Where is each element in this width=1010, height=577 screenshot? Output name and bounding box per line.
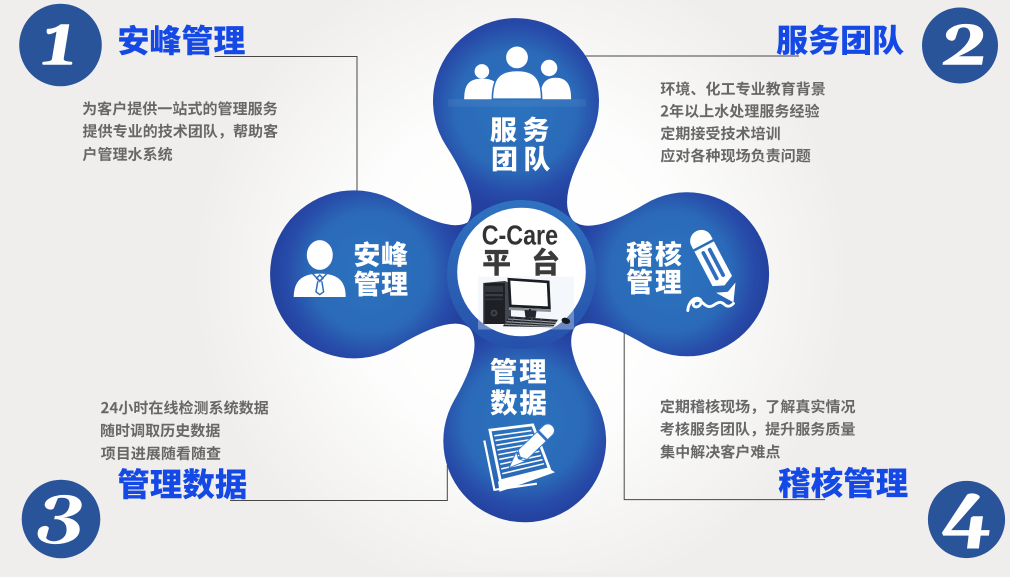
svg-text:C-Care: C-Care [482, 221, 558, 251]
